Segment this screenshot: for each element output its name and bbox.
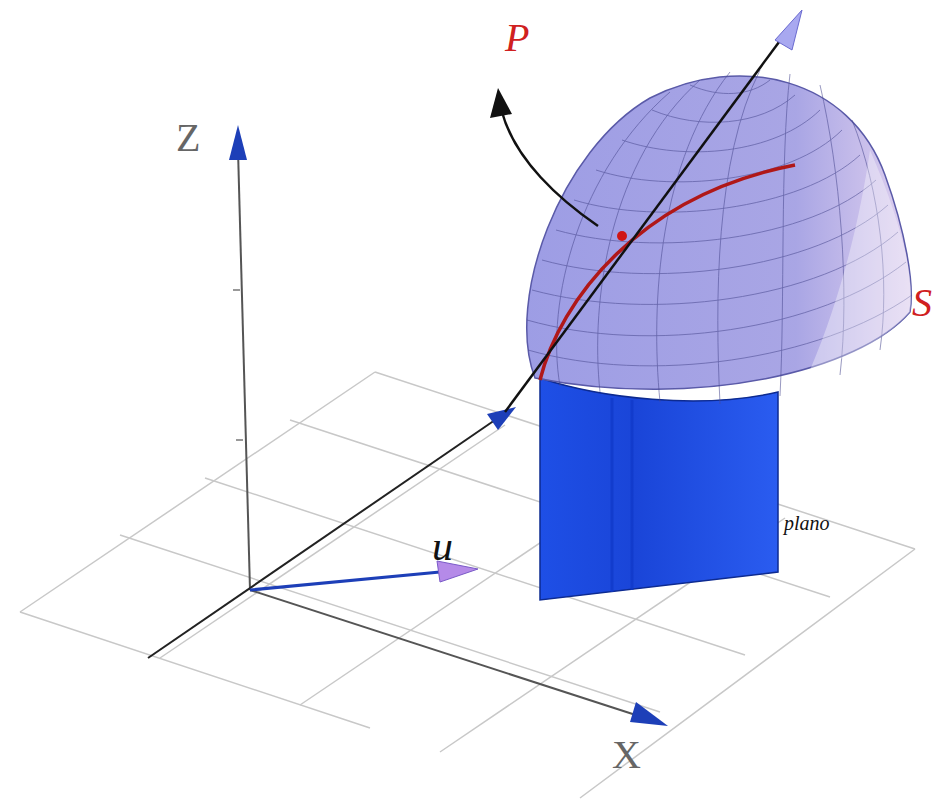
point-p: [617, 231, 627, 241]
floor-grid: [20, 372, 915, 798]
point-label: P: [505, 18, 529, 58]
axis-label: X: [612, 735, 641, 775]
plane-label: plano: [784, 513, 830, 533]
tangent-line: [505, 10, 802, 412]
vector-label: u: [432, 525, 453, 567]
plane: [540, 378, 778, 600]
paraboloid-surface: [527, 70, 912, 404]
curved-arrow: [490, 88, 598, 226]
intersection-curve: [540, 165, 795, 380]
axis-label: Z: [176, 118, 200, 158]
surface-label: S: [912, 283, 932, 323]
